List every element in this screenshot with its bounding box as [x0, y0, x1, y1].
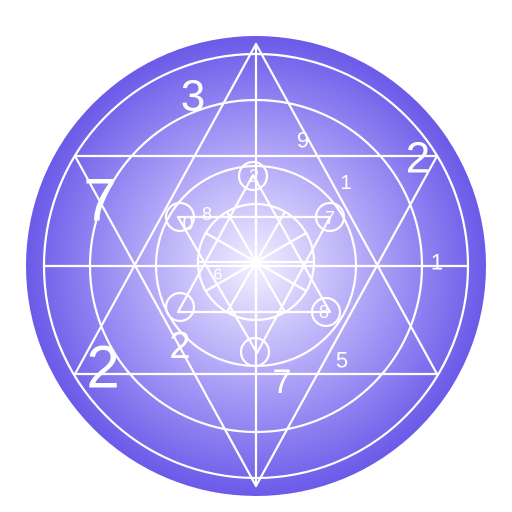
- number-ring-right-low: 5: [336, 348, 348, 373]
- core-spoke: [254, 210, 287, 264]
- core-spokes: [196, 202, 316, 322]
- number-node-top: 2: [249, 166, 259, 186]
- number-node-bottom: 7: [273, 363, 292, 401]
- core-spoke: [204, 231, 258, 264]
- number-outer-top-right: 2: [406, 134, 430, 183]
- node-circle-top: [237, 160, 269, 192]
- core-spoke: [254, 260, 308, 293]
- core-spoke: [254, 231, 308, 264]
- number-ring-right: 1: [431, 250, 443, 275]
- node-circle-bottom: [239, 336, 271, 368]
- inner-triangle-up: [176, 173, 332, 314]
- node-circle-upper-right: [314, 201, 346, 233]
- number-outer-left: 7: [83, 167, 116, 234]
- number-ring-top: 9: [297, 128, 309, 153]
- core-spoke: [225, 210, 258, 264]
- number-node-lower-left: 2: [169, 325, 190, 367]
- node-circle-lower-left: [164, 291, 196, 323]
- number-inner-left-six: 6: [214, 267, 223, 284]
- node-circle-lower-right: [310, 296, 342, 328]
- number-outer-bottom-left: 2: [86, 334, 119, 401]
- number-inner-upper-right: 1: [340, 172, 351, 194]
- number-node-upper-right: 7: [325, 208, 335, 228]
- core-spoke: [204, 260, 258, 293]
- number-inner-left: 8: [202, 204, 212, 224]
- node-circle-upper-left: [164, 201, 196, 233]
- core-spoke: [225, 260, 258, 314]
- number-node-right: 8: [319, 302, 329, 322]
- number-inner-left-zero: 0: [182, 213, 193, 235]
- number-outer-top-left: 3: [181, 72, 205, 121]
- core-spoke: [254, 260, 287, 314]
